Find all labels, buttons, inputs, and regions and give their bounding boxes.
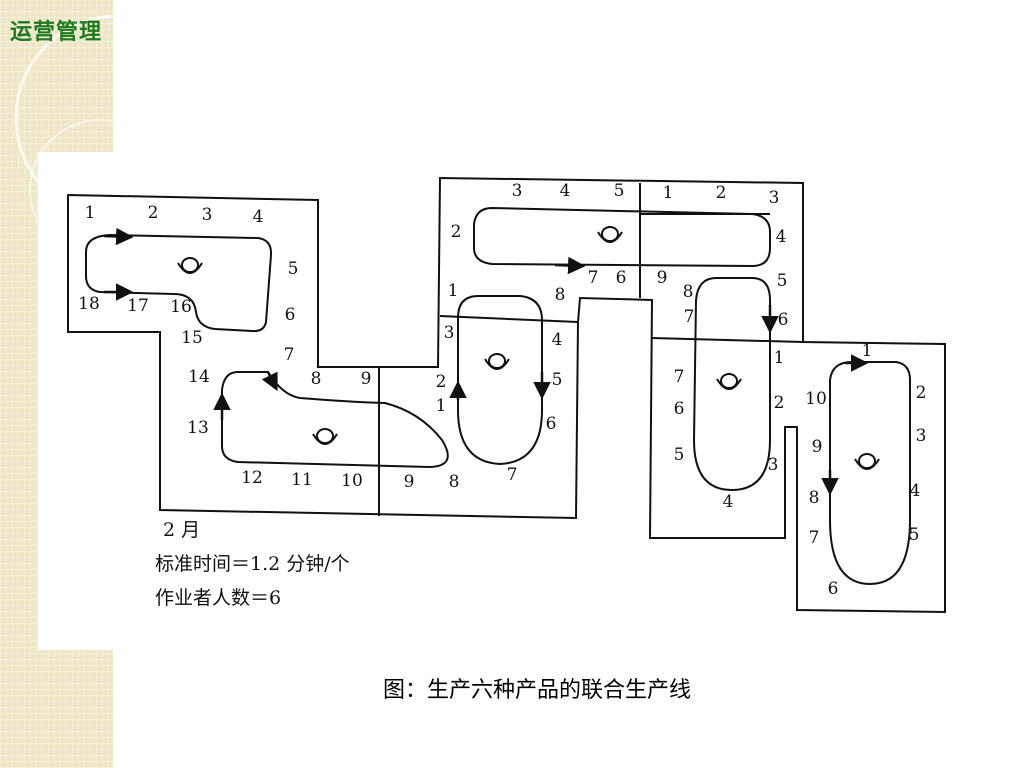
station-label: 10 bbox=[805, 389, 827, 409]
station-label: 1 bbox=[862, 341, 873, 361]
station-label: 7 bbox=[284, 345, 295, 365]
station-label: 15 bbox=[181, 328, 203, 348]
note-standard-time: 标准时间＝1.2 分钟/个 bbox=[155, 553, 350, 575]
station-label: 8 bbox=[311, 369, 322, 389]
station-label: 2 bbox=[148, 203, 159, 223]
station-label: 8 bbox=[555, 285, 566, 305]
station-label: 4 bbox=[253, 207, 264, 227]
station-label: 4 bbox=[723, 492, 734, 512]
station-label: 9 bbox=[361, 369, 372, 389]
station-label: 11 bbox=[291, 470, 313, 490]
station-label: 10 bbox=[341, 471, 363, 491]
loop-1 bbox=[85, 233, 273, 333]
notes: 2 月 标准时间＝1.2 分钟/个 作业者人数＝6 bbox=[155, 519, 350, 609]
station-label: 1 bbox=[85, 203, 96, 223]
station-label: 2 bbox=[436, 372, 447, 392]
loop-4 bbox=[457, 295, 543, 466]
station-label: 8 bbox=[809, 488, 820, 508]
station-label: 7 bbox=[507, 465, 518, 485]
station-label: 7 bbox=[809, 528, 820, 548]
divider bbox=[439, 315, 579, 323]
station-label: 2 bbox=[716, 183, 727, 203]
station-label: 13 bbox=[187, 418, 209, 438]
station-label: 3 bbox=[916, 426, 927, 446]
station-label: 3 bbox=[512, 181, 523, 201]
station-label: 7 bbox=[588, 268, 599, 288]
station-label: 7 bbox=[674, 367, 685, 387]
station-label: 3 bbox=[202, 205, 213, 225]
figure-caption: 图：生产六种产品的联合生产线 bbox=[382, 678, 691, 703]
station-label: 1 bbox=[436, 396, 447, 416]
station-label: 1 bbox=[663, 183, 674, 203]
loop-6 bbox=[829, 361, 911, 586]
station-label: 2 bbox=[451, 222, 462, 242]
slide-title: 运营管理 bbox=[10, 20, 103, 45]
station-label: 6 bbox=[778, 310, 789, 330]
station-label: 3 bbox=[444, 323, 455, 343]
note-workers: 作业者人数＝6 bbox=[155, 587, 281, 609]
station-label: 6 bbox=[674, 399, 685, 419]
station-label: 17 bbox=[127, 296, 149, 316]
station-label: 4 bbox=[910, 481, 921, 501]
station-label: 5 bbox=[552, 370, 563, 390]
station-label: 16 bbox=[170, 297, 192, 317]
station-label: 5 bbox=[909, 525, 920, 545]
station-label: 8 bbox=[449, 472, 460, 492]
station-label: 9 bbox=[812, 437, 823, 457]
station-label: 2 bbox=[774, 393, 785, 413]
station-label: 5 bbox=[674, 445, 685, 465]
flow-arrow bbox=[103, 227, 134, 246]
operator-icon bbox=[177, 226, 880, 471]
station-label: 5 bbox=[614, 181, 625, 201]
figure-panel bbox=[38, 152, 980, 650]
divider bbox=[651, 337, 804, 343]
flow-arrow bbox=[554, 256, 586, 275]
station-label: 1 bbox=[774, 348, 785, 368]
note-month: 2 月 bbox=[163, 519, 200, 541]
station-label: 5 bbox=[777, 271, 788, 291]
station-label: 18 bbox=[78, 294, 100, 314]
line-outline bbox=[67, 176, 946, 614]
station-label: 7 bbox=[684, 307, 695, 327]
loop-5 bbox=[692, 277, 771, 492]
station-label: 4 bbox=[776, 227, 787, 247]
loop-2 bbox=[221, 371, 449, 469]
flow-arrow bbox=[261, 371, 278, 392]
station-label: 1 bbox=[448, 281, 459, 301]
station-label: 14 bbox=[188, 367, 210, 387]
station-label: 4 bbox=[560, 181, 571, 201]
station-label: 3 bbox=[769, 188, 780, 208]
loop-3 bbox=[473, 206, 771, 268]
station-label: 5 bbox=[288, 259, 299, 279]
station-label: 12 bbox=[241, 468, 263, 488]
station-label: 6 bbox=[616, 268, 627, 288]
station-label: 2 bbox=[916, 383, 927, 403]
station-label: 8 bbox=[683, 282, 694, 302]
station-label: 9 bbox=[657, 268, 668, 288]
station-label: 6 bbox=[546, 414, 557, 434]
station-label: 6 bbox=[285, 305, 296, 325]
station-label: 4 bbox=[552, 330, 563, 350]
station-label: 6 bbox=[828, 579, 839, 599]
station-label: 9 bbox=[404, 472, 415, 492]
station-label: 3 bbox=[768, 455, 779, 475]
